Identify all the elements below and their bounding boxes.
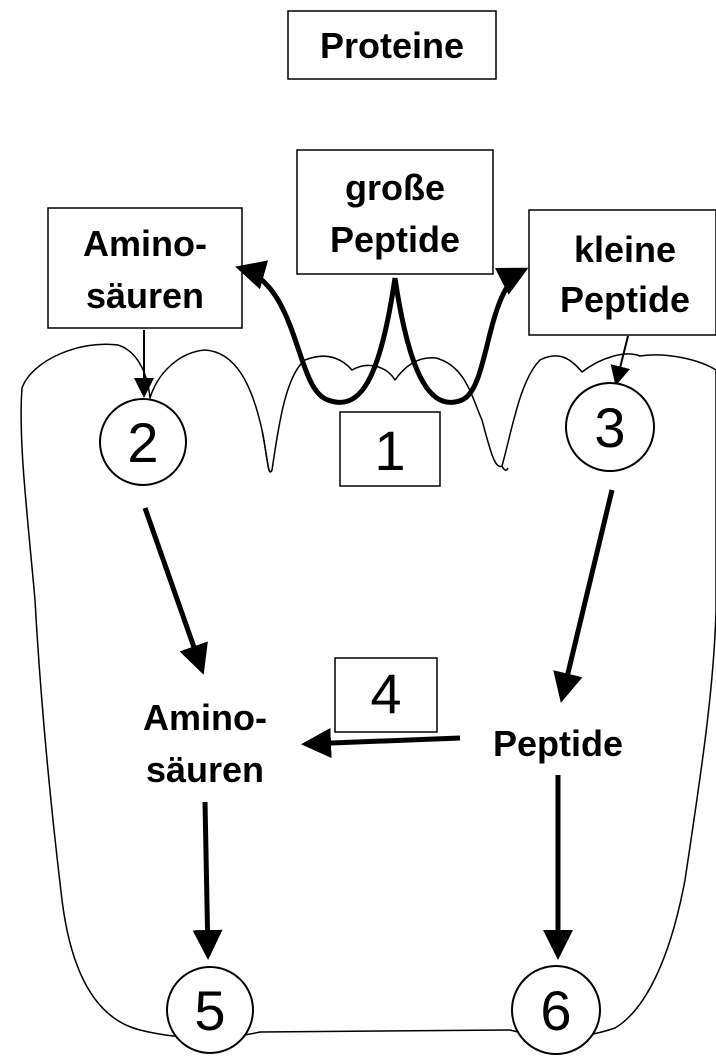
title-box: Proteine [288,11,496,79]
arrow-2-to-amino-acids [145,508,202,670]
amino-acids-box: Amino- säuren [48,208,242,328]
amino-acids-box-line2: säuren [86,275,204,316]
arrow-to-small-peptides [395,270,524,402]
inner-amino-acids-label: Amino- säuren [143,697,267,790]
small-peptides-line1: kleine [574,229,676,270]
small-peptides-box: kleine Peptide [529,210,716,335]
step-4-box: 4 [335,658,437,732]
step-3-circle: 3 [566,383,654,471]
small-peptides-line2: Peptide [560,279,690,320]
large-peptides-box: große Peptide [297,150,493,274]
inner-amino-acids-line1: Amino- [143,697,267,738]
step-6-circle: 6 [512,966,600,1054]
arrow-to-amino-acids [240,268,395,402]
arrow-peptides-to-amino-acids [306,738,460,744]
large-peptides-line2: Peptide [330,219,460,260]
step-6-number: 6 [540,979,571,1042]
step-4-number: 4 [370,662,401,725]
step-1-number: 1 [374,419,405,482]
step-2-number: 2 [127,411,158,474]
step-1-box: 1 [340,412,440,486]
arrow-amino-acids-to-5 [205,802,208,955]
inner-peptides-label: Peptide [493,723,623,764]
step-5-circle: 5 [167,967,253,1053]
amino-acids-box-line1: Amino- [83,223,207,264]
arrow-box-to-3 [616,336,628,384]
inner-amino-acids-line2: säuren [146,749,264,790]
title-text: Proteine [320,25,464,66]
step-2-circle: 2 [100,399,186,485]
step-3-number: 3 [594,396,625,459]
large-peptides-line1: große [345,167,445,208]
arrow-3-to-peptides [562,490,612,698]
step-5-number: 5 [194,979,225,1042]
